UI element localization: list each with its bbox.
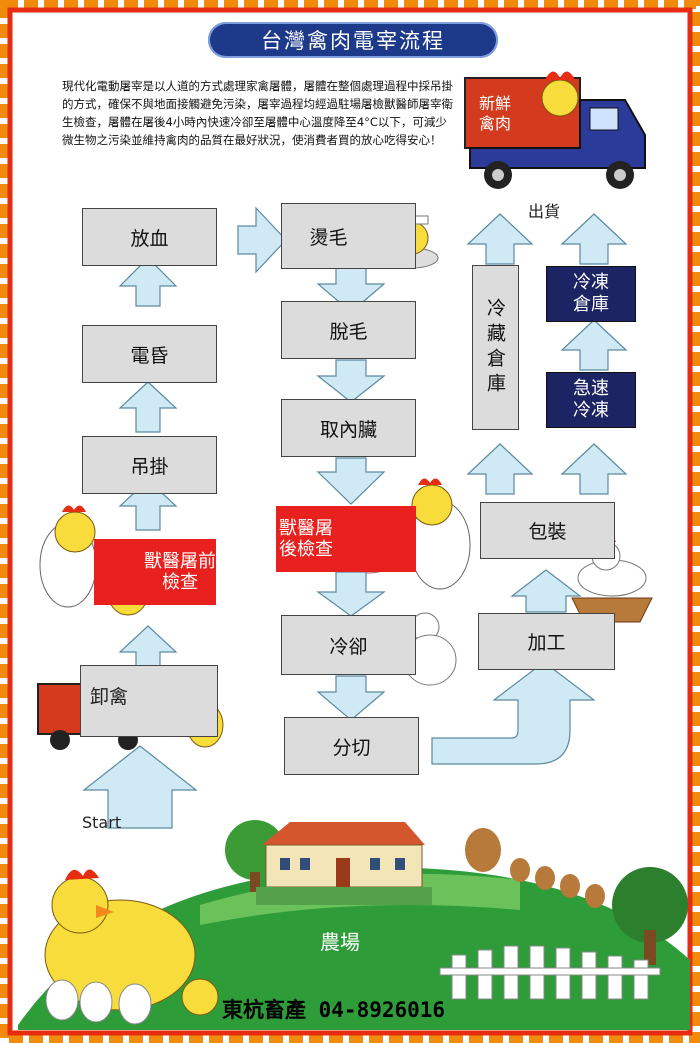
arrow-up — [118, 257, 178, 307]
duck-icon — [535, 866, 555, 890]
ship-label: 出貨 — [528, 202, 561, 221]
company-contact: 東杭畜產 04-8926016 — [222, 998, 446, 1022]
step-bleed: 放血 — [82, 208, 217, 266]
arrow-up — [82, 745, 198, 829]
step-quick-freeze: 急速冷凍 — [546, 372, 636, 428]
arrow-down — [316, 267, 386, 313]
delivery-truck-icon — [464, 71, 646, 189]
step-freezer-storage: 冷凍倉庫 — [546, 266, 636, 322]
farmhouse-door — [336, 858, 350, 887]
step-pre-inspect: 獸醫屠前檢查 — [94, 539, 216, 605]
arrow-up — [466, 213, 534, 265]
step-cold-storage: 冷藏倉庫 — [472, 265, 519, 430]
step-pack: 包裝 — [480, 502, 615, 559]
step-scald: 燙毛 — [281, 203, 416, 269]
arrow-up — [560, 443, 628, 495]
arrow-right — [237, 206, 287, 274]
arrow-down — [316, 359, 386, 403]
step-hang: 吊掛 — [82, 436, 217, 494]
step-cut: 分切 — [284, 717, 419, 775]
snowman-icon — [403, 612, 457, 686]
step-defeather: 脫毛 — [281, 301, 416, 359]
duck-icon — [585, 884, 605, 908]
arrow-up — [510, 569, 582, 613]
step-unload: 卸禽 — [90, 686, 129, 708]
tree-left-trunk — [250, 872, 260, 892]
tree-right-trunk — [644, 930, 656, 965]
farmhouse-base — [256, 887, 432, 905]
farm-label: 農場 — [320, 930, 360, 954]
farmhouse-window — [300, 858, 310, 870]
farmhouse-window — [370, 858, 380, 870]
start-label: Start — [82, 813, 122, 832]
step-post-inspect: 獸醫屠後檢查 — [276, 506, 416, 572]
step-unload-box — [80, 665, 218, 737]
duck-parade — [465, 828, 605, 908]
farmhouse-roof — [262, 822, 425, 845]
step-process: 加工 — [478, 613, 615, 670]
arrow-bent-up — [431, 661, 596, 765]
step-eviscerate: 取內臟 — [281, 399, 416, 457]
duck-icon — [465, 828, 501, 872]
step-stun: 電昏 — [82, 325, 217, 383]
duck-icon — [510, 858, 530, 882]
page-title: 台灣禽肉電宰流程 — [208, 22, 498, 58]
hen-icon — [44, 869, 219, 1025]
arrow-up — [118, 381, 178, 433]
white-fence — [439, 945, 661, 1000]
tree-right — [612, 867, 688, 943]
flow-arrows — [82, 206, 628, 829]
intro-paragraph: 現代化電動屠宰是以人道的方式處理家禽屠體，屠體在整個處理過程中採吊掛的方式，確保… — [62, 79, 453, 147]
farmhouse-window — [395, 858, 405, 870]
farmhouse-window — [280, 858, 290, 870]
arrow-up — [560, 319, 628, 371]
farmhouse — [256, 822, 432, 905]
step-chill: 冷卻 — [281, 615, 416, 675]
truck-sign: 新鮮禽肉 — [478, 94, 511, 133]
arrow-down — [316, 571, 386, 617]
arrow-up — [118, 625, 178, 671]
arrow-down — [316, 457, 386, 505]
arrow-up — [466, 443, 534, 495]
arrow-up — [560, 213, 628, 265]
duck-icon — [560, 874, 580, 898]
arrow-down — [316, 675, 386, 721]
fire-border-inner — [7, 7, 693, 1036]
